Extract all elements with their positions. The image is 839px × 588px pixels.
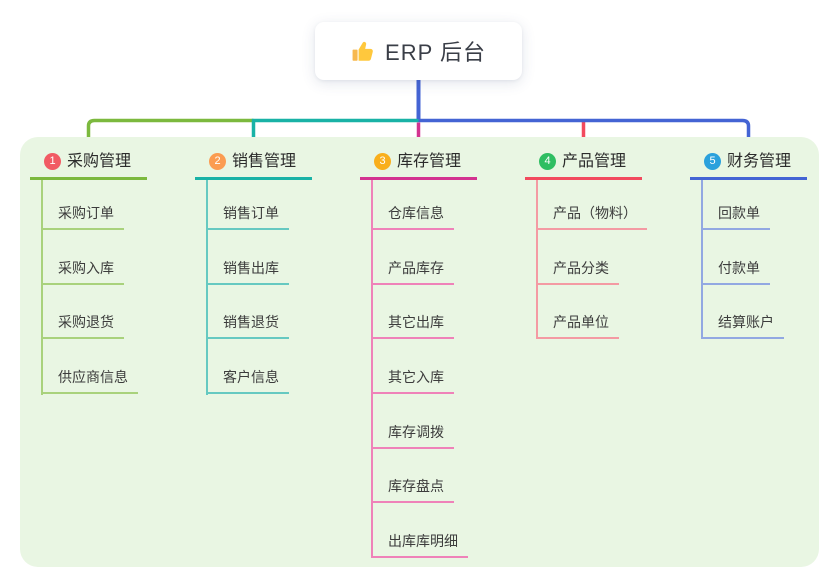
leaf-node[interactable]: 采购入库 [41,260,124,285]
leaf-node[interactable]: 销售出库 [206,260,289,285]
leaf-node[interactable]: 销售退货 [206,314,289,339]
leaf-node[interactable]: 客户信息 [206,369,289,394]
branch-4-subtree-line [536,180,538,339]
branches-panel [20,137,819,567]
leaf-node[interactable]: 产品单位 [536,314,619,339]
branch-node-caiwu[interactable]: 5 财务管理 [690,150,807,180]
leaf-node[interactable]: 仓库信息 [371,205,454,230]
branch-1-subtree-line [41,180,43,395]
badge-1: 1 [44,153,61,170]
leaf-node[interactable]: 付款单 [701,260,770,285]
thumbs-up-icon [351,39,376,64]
leaf-node[interactable]: 产品库存 [371,260,454,285]
badge-4: 4 [539,153,556,170]
leaf-node[interactable]: 结算账户 [701,314,784,339]
leaf-node[interactable]: 库存调拨 [371,424,454,449]
branch-label-text: 产品管理 [562,153,627,170]
branch-5-subtree-line [701,180,703,339]
root-node-erp[interactable]: ERP 后台 [315,22,522,80]
leaf-node[interactable]: 供应商信息 [41,369,138,394]
branch-2-subtree-line [206,180,208,395]
branch-label-text: 财务管理 [727,153,792,170]
leaf-node[interactable]: 回款单 [701,205,770,230]
leaf-node[interactable]: 产品分类 [536,260,619,285]
branch-3-subtree-line [371,180,373,558]
root-title: ERP 后台 [385,40,486,65]
leaf-node[interactable]: 出库库明细 [371,533,468,558]
branch-label-text: 销售管理 [232,153,297,170]
badge-2: 2 [209,153,226,170]
branch-node-caigou[interactable]: 1 采购管理 [30,150,147,180]
branch-node-kucun[interactable]: 3 库存管理 [360,150,477,180]
branch-node-chanpin[interactable]: 4 产品管理 [525,150,642,180]
leaf-node[interactable]: 销售订单 [206,205,289,230]
leaf-node[interactable]: 采购订单 [41,205,124,230]
leaf-node[interactable]: 库存盘点 [371,478,454,503]
branch-label-text: 库存管理 [397,153,462,170]
leaf-node[interactable]: 产品（物料） [536,205,647,230]
badge-3: 3 [374,153,391,170]
badge-5: 5 [704,153,721,170]
leaf-node[interactable]: 采购退货 [41,314,124,339]
branch-label-text: 采购管理 [67,153,132,170]
leaf-node[interactable]: 其它入库 [371,369,454,394]
leaf-node[interactable]: 其它出库 [371,314,454,339]
branch-node-xiaoshou[interactable]: 2 销售管理 [195,150,312,180]
